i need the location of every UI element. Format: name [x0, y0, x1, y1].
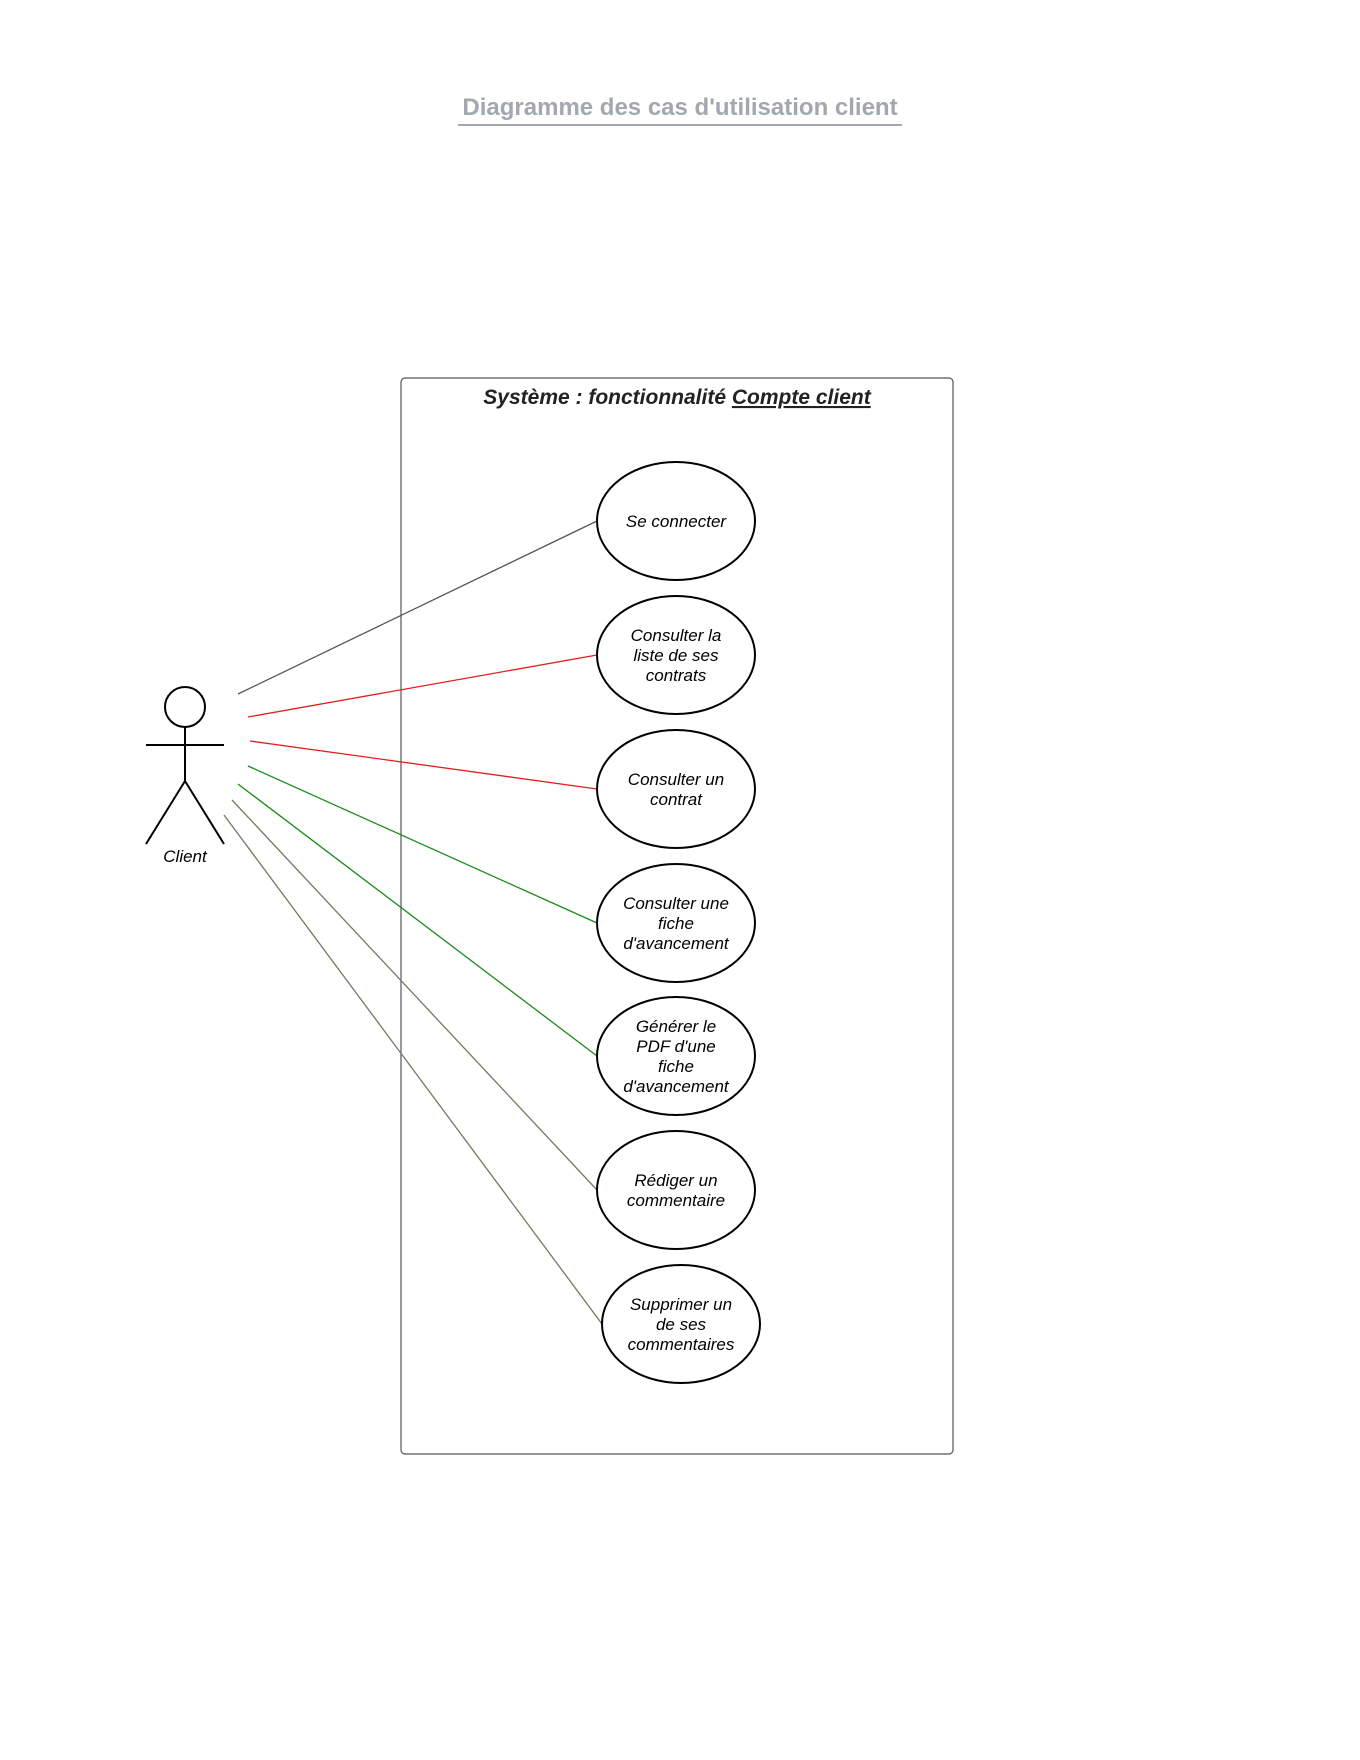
association-line [249, 740, 598, 790]
use-case-label-line: Consulter un [628, 770, 724, 789]
actor-client[interactable]: Client [145, 686, 225, 866]
association-line [247, 765, 598, 924]
use-case-label-line: Supprimer un [630, 1295, 732, 1314]
use-case-label-line: liste de ses [633, 646, 719, 665]
use-case-label-line: Se connecter [626, 512, 728, 531]
use-case-ellipse [596, 729, 756, 849]
use-case-ellipse [596, 595, 756, 715]
association-line [223, 814, 603, 1325]
actor-label: Client [163, 847, 208, 866]
system-title: Système : fonctionnalité Compte client [483, 386, 871, 409]
use-case-label-line: fiche [658, 914, 694, 933]
system-title-emphasis: Compte client [732, 386, 872, 409]
use-case-label-line: de ses [656, 1315, 707, 1334]
association-line [237, 783, 598, 1057]
use-case[interactable]: Se connecter [596, 461, 756, 581]
use-case-label-line: Générer le [636, 1017, 716, 1036]
use-case-ellipse [601, 1264, 761, 1384]
use-case-label-line: fiche [658, 1057, 694, 1076]
association-line [237, 520, 598, 695]
use-case-ellipse [596, 461, 756, 581]
use-case-label-line: commentaire [627, 1191, 725, 1210]
use-case-label-line: Consulter une [623, 894, 729, 913]
system-title-prefix: Système : fonctionnalité [483, 386, 732, 409]
use-case-label: Se connecter [626, 512, 728, 531]
actor-right-leg [184, 780, 225, 845]
use-case-label-line: d'avancement [623, 1077, 730, 1096]
association-line [247, 654, 598, 718]
use-case-label-line: contrat [650, 790, 703, 809]
association-line [231, 799, 598, 1191]
use-case-label-line: Consulter la [631, 626, 722, 645]
actor-left-leg [145, 780, 186, 845]
actor-head [164, 686, 206, 728]
use-case-label-line: commentaires [628, 1335, 735, 1354]
association-links [223, 520, 603, 1325]
use-case-ellipse [596, 1130, 756, 1250]
use-case-ellipse [596, 863, 756, 983]
use-case-label-line: Rédiger un [634, 1171, 717, 1190]
page-title: Diagramme des cas d'utilisation client [0, 94, 1360, 126]
use-case-label-line: PDF d'une [636, 1037, 715, 1056]
system-boundary [400, 377, 954, 1455]
use-case-label-line: contrats [646, 666, 707, 685]
use-case-ellipse [596, 996, 756, 1116]
page-title-text: Diagramme des cas d'utilisation client [458, 94, 902, 126]
use-case-label-line: d'avancement [623, 934, 730, 953]
